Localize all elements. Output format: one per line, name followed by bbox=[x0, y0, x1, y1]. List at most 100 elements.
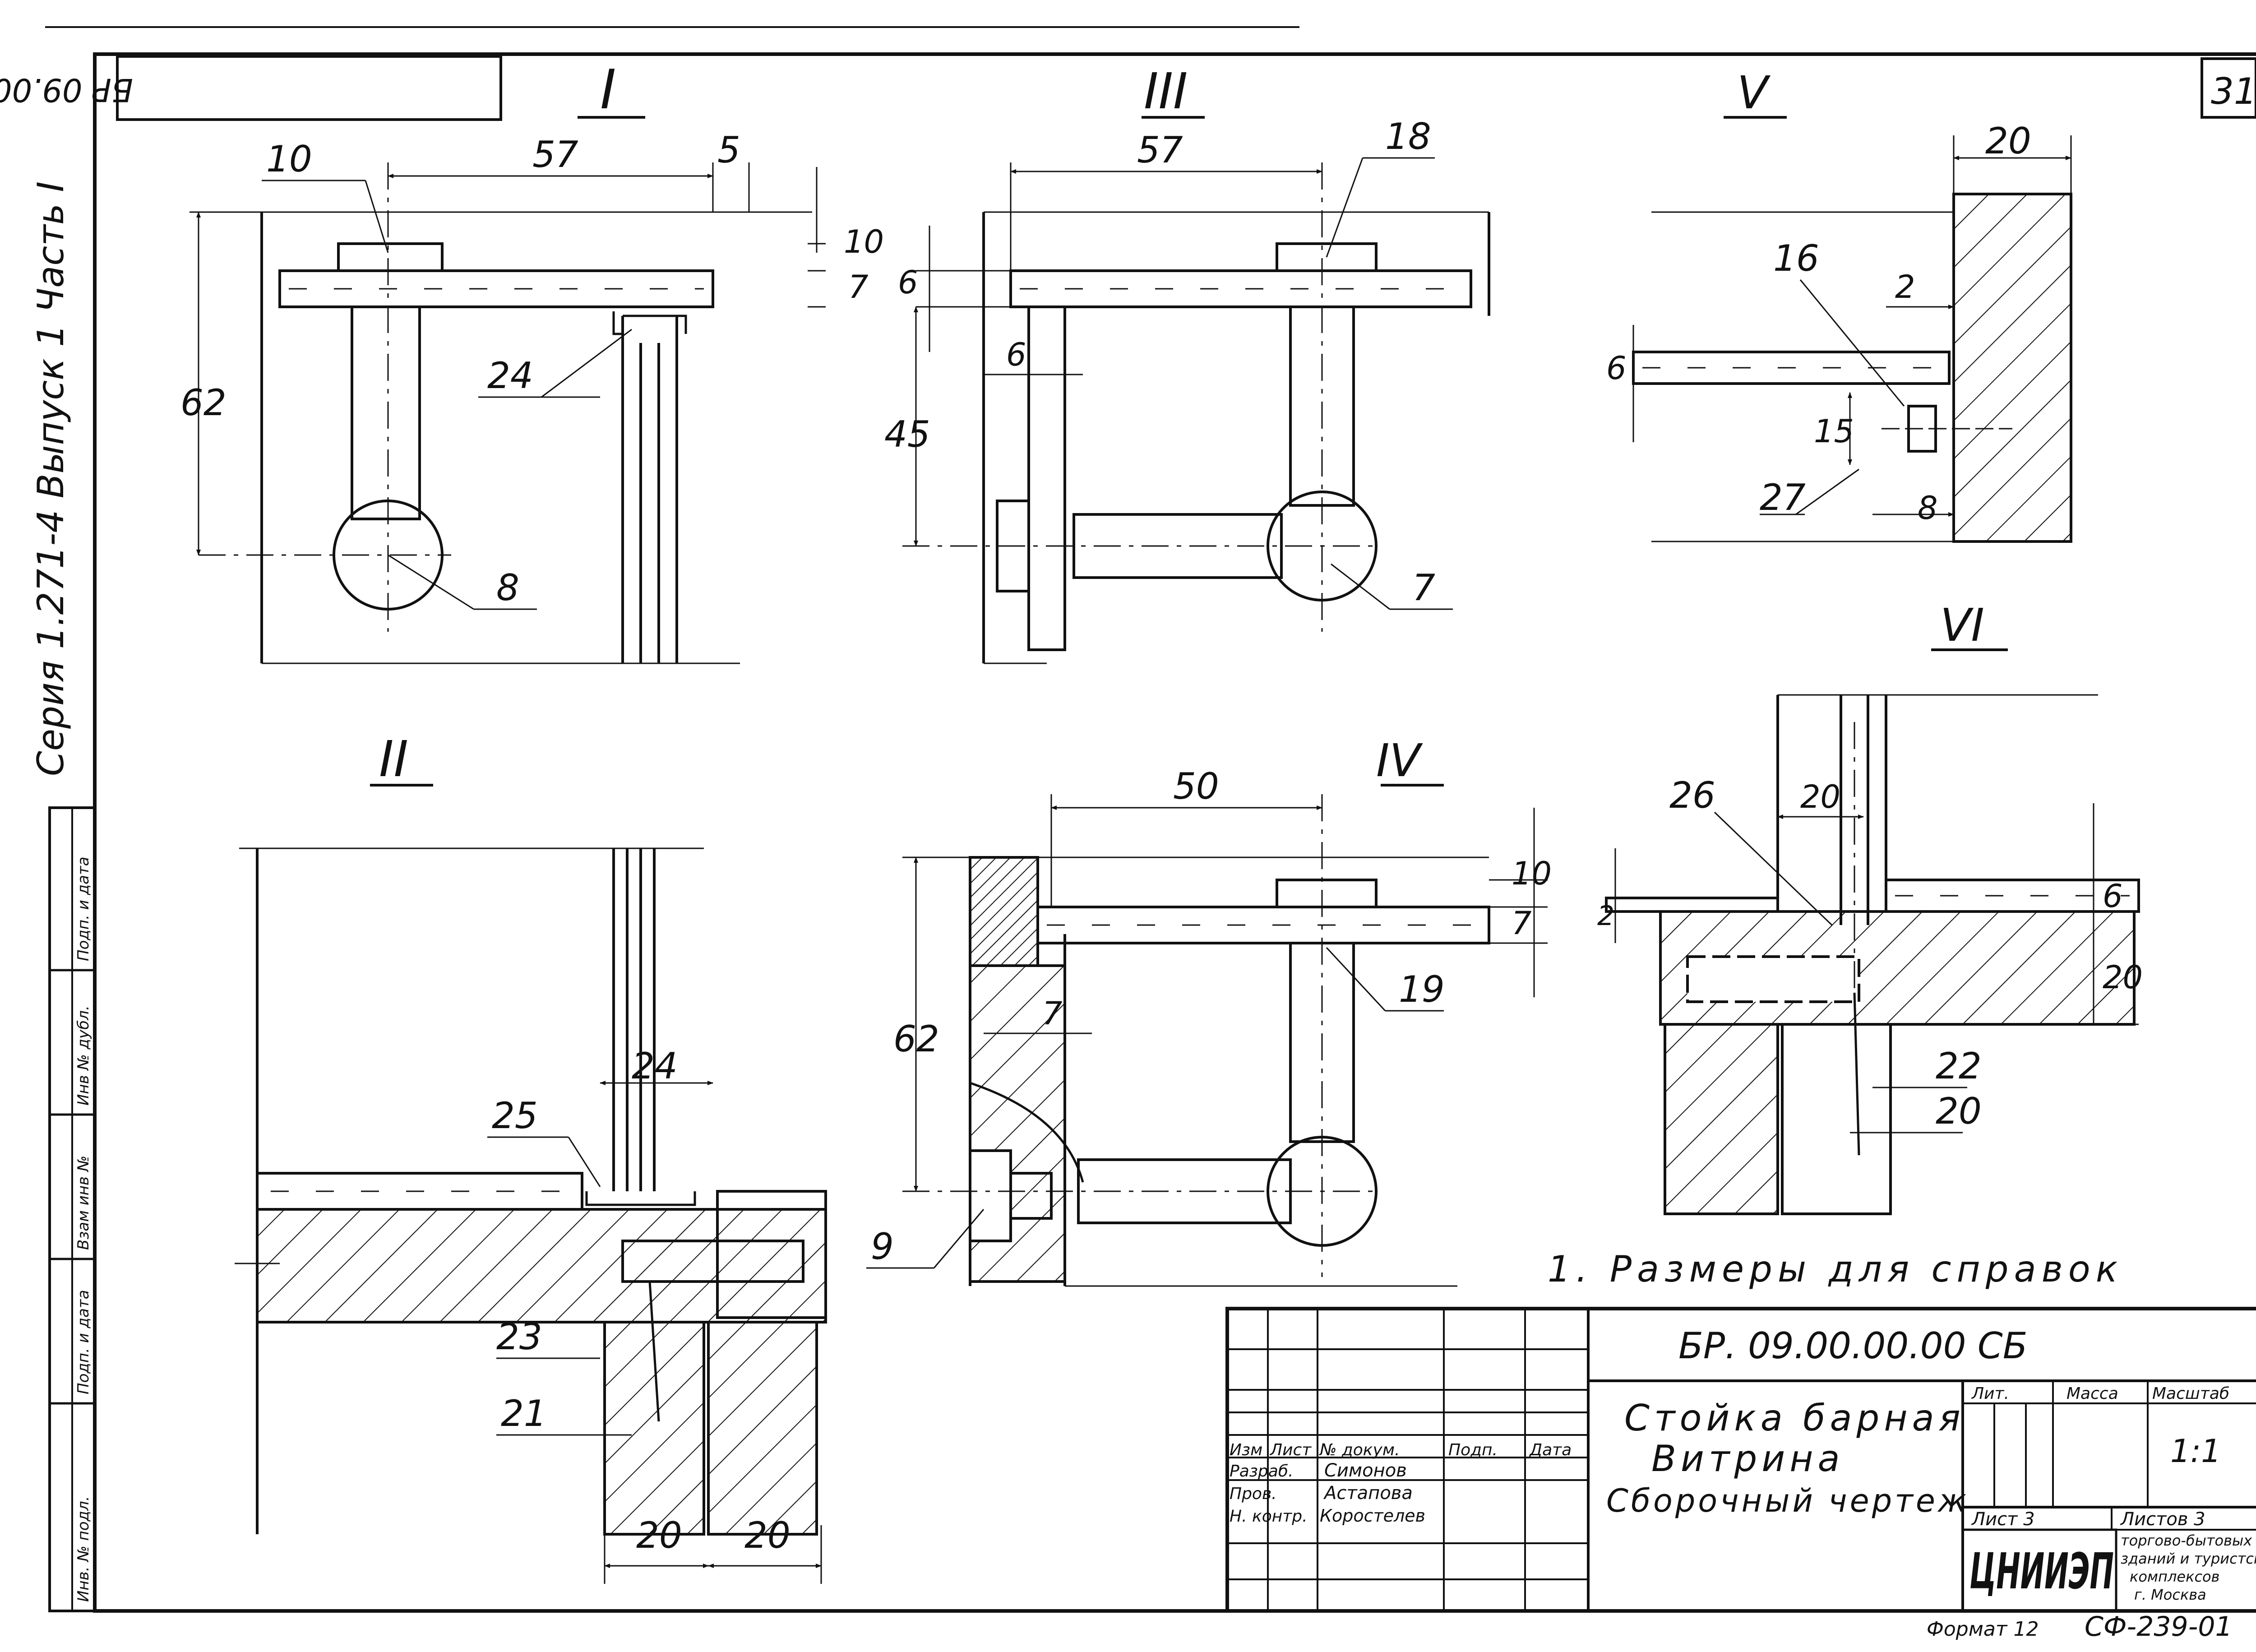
stamp-code: БР 09.00.00.00 СБ bbox=[0, 71, 133, 108]
title-line-3: Сборочный чертеж bbox=[1606, 1482, 1969, 1519]
view-VI-callout-20: 20 bbox=[1936, 1090, 1982, 1132]
org-line-1: торгово-бытовых bbox=[2121, 1532, 2252, 1549]
view-I-dim-7: 7 bbox=[848, 268, 869, 305]
role-checker: Пров. bbox=[1230, 1485, 1277, 1503]
sheets-label: Листов 3 bbox=[2120, 1509, 2205, 1530]
view-IV-title: IV bbox=[1376, 734, 1423, 787]
side-stamp-2: Подп. и дата bbox=[74, 1290, 92, 1394]
scale-value: 1:1 bbox=[2170, 1433, 2221, 1470]
lit-label: Лит. bbox=[1971, 1384, 2009, 1403]
series-text: Серия 1.271-4 Выпуск 1 Часть I bbox=[30, 181, 72, 776]
view-III-dim-57: 57 bbox=[1137, 129, 1183, 171]
view-VI-labels: 20 2 6 20 26 22 20 bbox=[1597, 774, 2143, 1132]
view-V-labels: V 20 2 6 15 8 16 27 VI bbox=[1606, 66, 2031, 652]
designation: БР. 09.00.00.00 СБ bbox=[1678, 1325, 2028, 1367]
org-logo: ЦНИИЭП bbox=[1969, 1542, 2114, 1600]
role-norm-control: Н. контр. bbox=[1230, 1507, 1308, 1526]
sheet-label: Лист 3 bbox=[1971, 1509, 2035, 1530]
col-date: Дата bbox=[1529, 1441, 1572, 1459]
view-V-dim-2: 2 bbox=[1895, 268, 1915, 305]
view-I bbox=[190, 116, 826, 664]
view-V-dim-20: 20 bbox=[1985, 120, 2031, 162]
view-I-dim-62: 62 bbox=[180, 382, 227, 424]
name-checker: Астапова bbox=[1323, 1483, 1413, 1504]
org-line-4: г. Москва bbox=[2134, 1586, 2206, 1603]
view-VI-dim-6: 6 bbox=[2103, 878, 2123, 915]
name-norm-control: Коростелев bbox=[1320, 1506, 1425, 1526]
title-line-2: Витрина bbox=[1651, 1438, 1845, 1480]
name-developer: Симонов bbox=[1324, 1460, 1407, 1481]
view-I-callout-24: 24 bbox=[487, 355, 533, 397]
page-number: 31 bbox=[2211, 70, 2256, 112]
view-VI-dim-2: 2 bbox=[1597, 900, 1614, 932]
view-III-title: III bbox=[1144, 62, 1188, 120]
view-II-title: II bbox=[379, 730, 408, 788]
view-IV-dim-7a: 7 bbox=[1512, 905, 1532, 942]
view-II-callout-23: 23 bbox=[496, 1316, 542, 1358]
role-developer: Разраб. bbox=[1230, 1462, 1293, 1481]
view-VI-title: VI bbox=[1940, 599, 1984, 652]
view-V bbox=[1632, 116, 2072, 651]
footer-format: Формат 12 bbox=[1927, 1618, 2039, 1641]
view-V-callout-16: 16 bbox=[1773, 237, 1819, 279]
view-V-dim-6: 6 bbox=[1606, 350, 1627, 387]
view-VI-dim-20b: 20 bbox=[2103, 959, 2143, 996]
view-I-dim-5: 5 bbox=[717, 129, 740, 171]
view-II-dim-20a: 20 bbox=[636, 1514, 682, 1556]
view-IV-dim-50: 50 bbox=[1173, 765, 1219, 807]
side-stamp-1: Инв. № подл. bbox=[74, 1496, 92, 1602]
col-sign: Подп. bbox=[1448, 1441, 1498, 1459]
footer-code: СФ-239-01 bbox=[2085, 1611, 2233, 1643]
view-I-title: I bbox=[600, 59, 616, 121]
view-IV-dim-62: 62 bbox=[893, 1018, 939, 1060]
view-III bbox=[902, 116, 1490, 664]
view-II-callout-21: 21 bbox=[501, 1393, 547, 1435]
note-text: 1. Размеры для справок bbox=[1548, 1248, 2123, 1290]
view-IV bbox=[866, 784, 1548, 1287]
view-IV-labels: IV 50 10 7 7 62 19 9 bbox=[871, 734, 1552, 1268]
mass-label: Масса bbox=[2066, 1384, 2118, 1403]
view-II-dim-24: 24 bbox=[632, 1045, 678, 1087]
side-stamp-5: Подп. и дата bbox=[74, 856, 92, 961]
view-V-callout-27: 27 bbox=[1760, 477, 1806, 518]
view-II-callout-25: 25 bbox=[492, 1095, 538, 1137]
view-IV-dim-10: 10 bbox=[1512, 855, 1552, 892]
org-line-3: комплексов bbox=[2130, 1568, 2219, 1585]
view-III-labels: III 57 6 6 45 18 7 bbox=[884, 62, 1435, 609]
side-stamp-3: Взам инв № bbox=[74, 1156, 92, 1250]
view-III-callout-18: 18 bbox=[1385, 116, 1431, 157]
side-stamp-labels: Инв. № подл. Подп. и дата Взам инв № Инв… bbox=[74, 856, 92, 1602]
view-II bbox=[235, 784, 827, 1584]
view-VI-callout-22: 22 bbox=[1936, 1045, 1982, 1087]
view-IV-dim-7b: 7 bbox=[1042, 995, 1063, 1032]
scale-label: Масштаб bbox=[2152, 1384, 2229, 1403]
view-II-dim-20b: 20 bbox=[744, 1514, 791, 1556]
page-number-box bbox=[2201, 57, 2256, 119]
view-VI-callout-26: 26 bbox=[1669, 774, 1715, 816]
view-II-labels: II 24 20 20 25 23 21 bbox=[379, 730, 791, 1556]
title-line-1: Стойка барная bbox=[1624, 1397, 1965, 1439]
view-V-dim-15: 15 bbox=[1814, 413, 1854, 450]
stamp-box bbox=[116, 55, 502, 121]
view-VI-dim-20: 20 bbox=[1800, 778, 1840, 815]
col-doc: № докум. bbox=[1319, 1441, 1400, 1459]
view-III-dim-45: 45 bbox=[884, 413, 930, 455]
view-VI bbox=[1605, 694, 2140, 1215]
side-stamp-4: Инв № дубл. bbox=[74, 1005, 92, 1106]
view-IV-callout-19: 19 bbox=[1399, 968, 1445, 1010]
view-I-dim-57: 57 bbox=[532, 134, 578, 176]
col-izm: Изм bbox=[1230, 1441, 1262, 1459]
view-V-dim-8: 8 bbox=[1918, 490, 1938, 527]
org-line-2: зданий и туристских bbox=[2121, 1550, 2256, 1567]
view-I-callout-8: 8 bbox=[496, 567, 519, 609]
view-V-title: V bbox=[1737, 66, 1771, 119]
view-I-dim-10: 10 bbox=[844, 223, 884, 260]
view-IV-callout-9: 9 bbox=[871, 1226, 894, 1268]
title-block-text: БР. 09.00.00.00 СБ Стойка барная Витрина… bbox=[1230, 1325, 2256, 1603]
view-I-callout-10: 10 bbox=[266, 138, 312, 180]
view-III-dim-6a: 6 bbox=[898, 264, 918, 301]
view-III-dim-6b: 6 bbox=[1006, 336, 1026, 373]
view-I-labels: I 57 5 10 7 62 10 24 8 bbox=[180, 59, 884, 609]
col-list: Лист bbox=[1269, 1441, 1312, 1459]
